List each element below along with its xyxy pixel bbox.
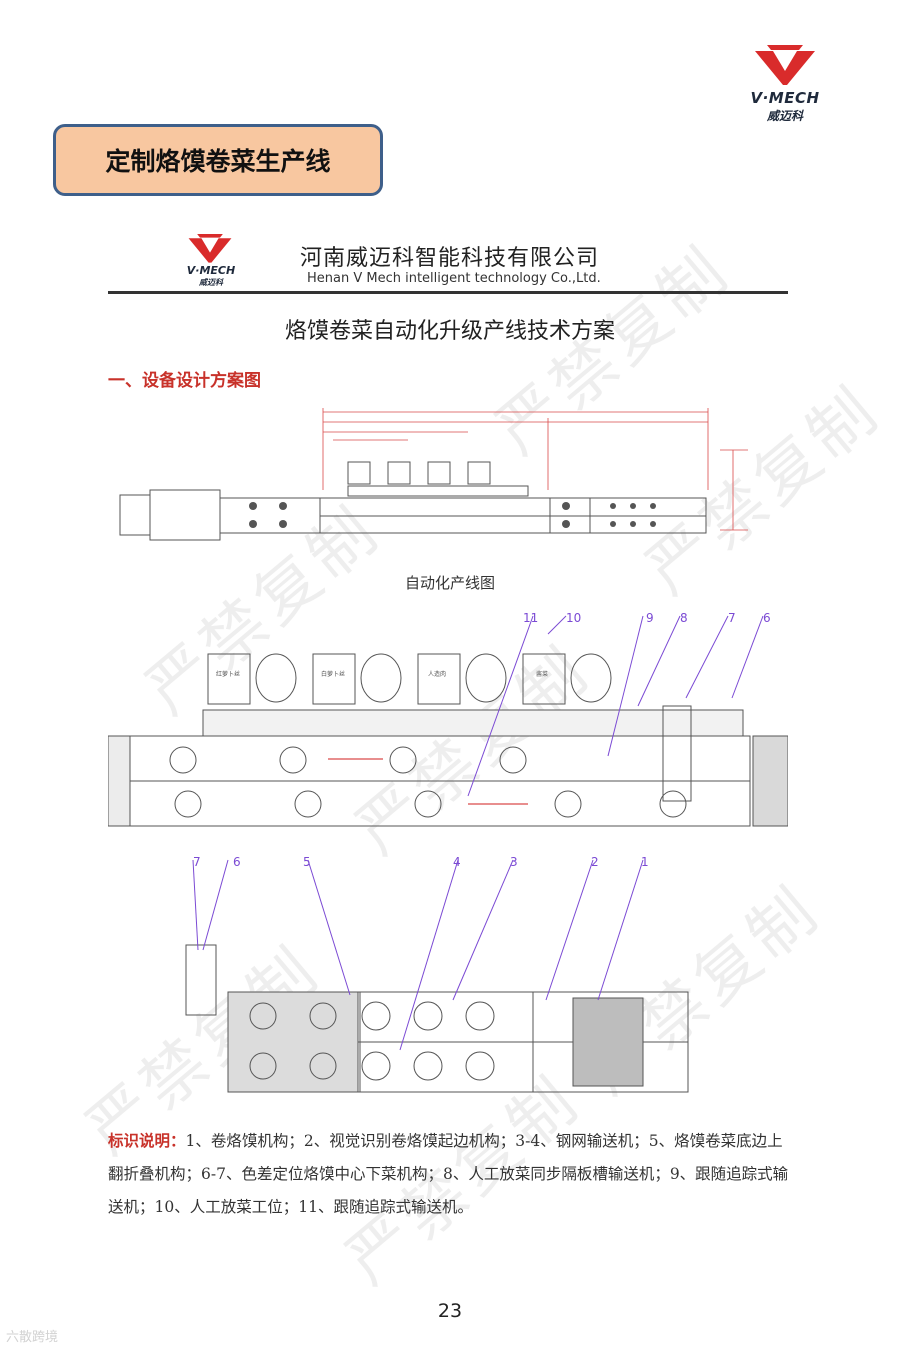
callout-label: 4 xyxy=(453,855,461,869)
vmech-logo-icon xyxy=(755,45,815,85)
callout-label: 5 xyxy=(303,855,311,869)
page-number: 23 xyxy=(437,1300,463,1322)
callout-label: 7 xyxy=(193,855,201,869)
company-name-en: Henan V Mech intelligent technology Co.,… xyxy=(307,271,601,286)
callout-label: 3 xyxy=(510,855,518,869)
footer-watermark: 六散跨境 xyxy=(6,1330,59,1345)
drawing-caption: 自动化产线图 xyxy=(404,574,495,592)
station-label: 酱菜 xyxy=(536,670,548,678)
production-line-detail-top-drawing: 11 10 9 8 7 6 红萝卜丝 白萝卜丝 人造肉 酱菜 xyxy=(108,611,788,827)
callout-label: 2 xyxy=(591,855,599,869)
production-line-overview-drawing xyxy=(119,408,748,541)
callout-label: 11 xyxy=(523,611,538,625)
callout-label: 8 xyxy=(680,611,688,625)
legend-text: 标识说明：1、卷烙馍机构；2、视觉识别卷烙馍起边机构；3-4、钢网输送机；5、烙… xyxy=(108,1124,792,1224)
callout-label: 6 xyxy=(763,611,771,625)
company-name-cn: 河南威迈科智能科技有限公司 xyxy=(300,246,600,271)
vmech-logo-icon xyxy=(188,234,232,263)
section-heading: 一、设备设计方案图 xyxy=(108,371,261,391)
station-label: 人造肉 xyxy=(428,670,446,678)
header-divider xyxy=(108,291,788,294)
brand-logo-cn: 威迈科 xyxy=(766,109,803,123)
brand-logo-en: V·MECH xyxy=(750,89,820,107)
company-logo-cn: 威迈科 xyxy=(199,278,223,287)
legend-label: 标识说明： xyxy=(108,1131,186,1150)
brand-logo: V·MECH 威迈科 xyxy=(735,45,835,125)
callout-label: 10 xyxy=(566,611,581,625)
production-line-detail-bottom-drawing: 7 6 5 4 3 2 1 xyxy=(185,855,689,1093)
company-logo-en: V·MECH xyxy=(186,264,236,277)
station-label: 红萝卜丝 xyxy=(216,670,240,678)
station-label: 白萝卜丝 xyxy=(321,670,345,678)
section-title: 定制烙馍卷菜生产线 xyxy=(53,124,383,196)
document-title: 烙馍卷菜自动化升级产线技术方案 xyxy=(284,319,615,344)
callout-label: 7 xyxy=(728,611,736,625)
legend-body: 1、卷烙馍机构；2、视觉识别卷烙馍起边机构；3-4、钢网输送机；5、烙馍卷菜底边… xyxy=(108,1132,789,1216)
company-logo: V·MECH 威迈科 xyxy=(176,234,246,287)
callout-label: 1 xyxy=(641,855,649,869)
callout-label: 9 xyxy=(646,611,654,625)
callout-label: 6 xyxy=(233,855,241,869)
